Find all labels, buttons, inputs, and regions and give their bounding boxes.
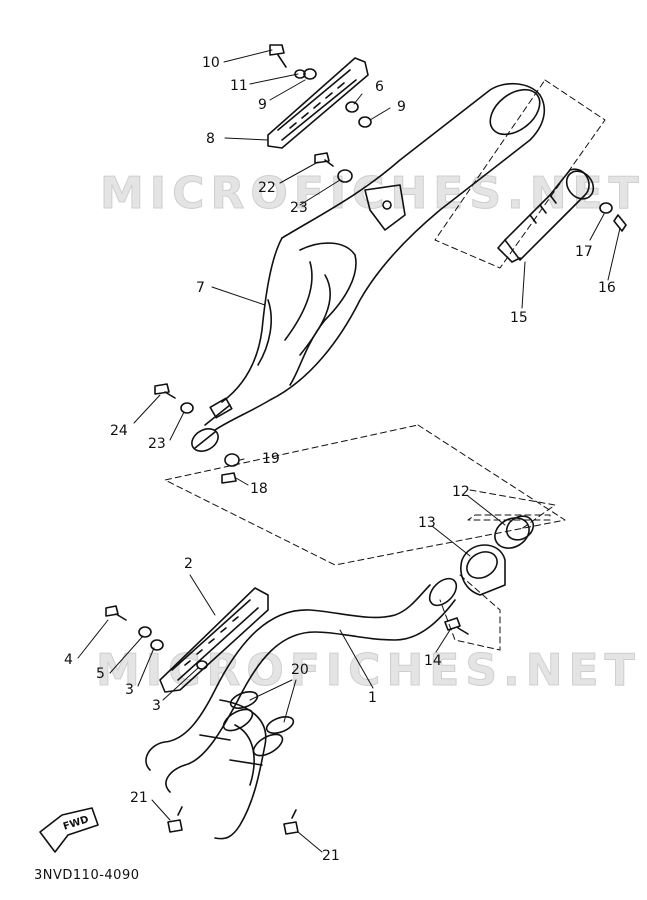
exhaust-pipe-part [145,577,458,840]
callout-8: 8 [206,131,215,147]
callout-6: 6 [375,79,384,95]
callout-24: 24 [110,423,128,439]
heat-shield-lower-part [159,587,269,693]
callout-2: 2 [184,556,193,572]
muffler-body-part [191,82,546,452]
callout-11: 11 [230,78,248,94]
callout-22: 22 [258,180,276,196]
callout-10: 10 [202,55,220,71]
callout-19: 19 [262,451,280,467]
callout-3-bottom: 3 [152,698,161,714]
washers-and-nuts [138,68,613,651]
diagram-reference-code: 3NVD110-4090 [34,868,140,883]
tail-pipe-part [497,168,595,263]
callout-7: 7 [196,280,205,296]
bolts [105,44,627,835]
gasket-and-clamp [460,515,535,596]
heat-shield-upper-part [267,57,369,149]
callout-21-right: 21 [322,848,340,864]
callout-20: 20 [291,662,309,678]
callout-15: 15 [510,310,528,326]
alignment-guides [164,79,606,651]
forward-direction-arrow [39,807,99,853]
callout-16: 16 [598,280,616,296]
leader-lines [77,49,621,853]
callout-4: 4 [64,652,73,668]
callout-9-upper-left: 9 [258,97,267,113]
callout-9-upper-right: 9 [397,99,406,115]
callout-1: 1 [368,690,377,706]
callout-23-lower: 23 [148,436,166,452]
callout-14: 14 [424,653,442,669]
callout-12: 12 [452,484,470,500]
callout-5: 5 [96,666,105,682]
callout-3-left: 3 [125,682,134,698]
callout-18: 18 [250,481,268,497]
callout-13: 13 [418,515,436,531]
callout-21-left: 21 [130,790,148,806]
callout-17: 17 [575,244,593,260]
callout-23-upper: 23 [290,200,308,216]
